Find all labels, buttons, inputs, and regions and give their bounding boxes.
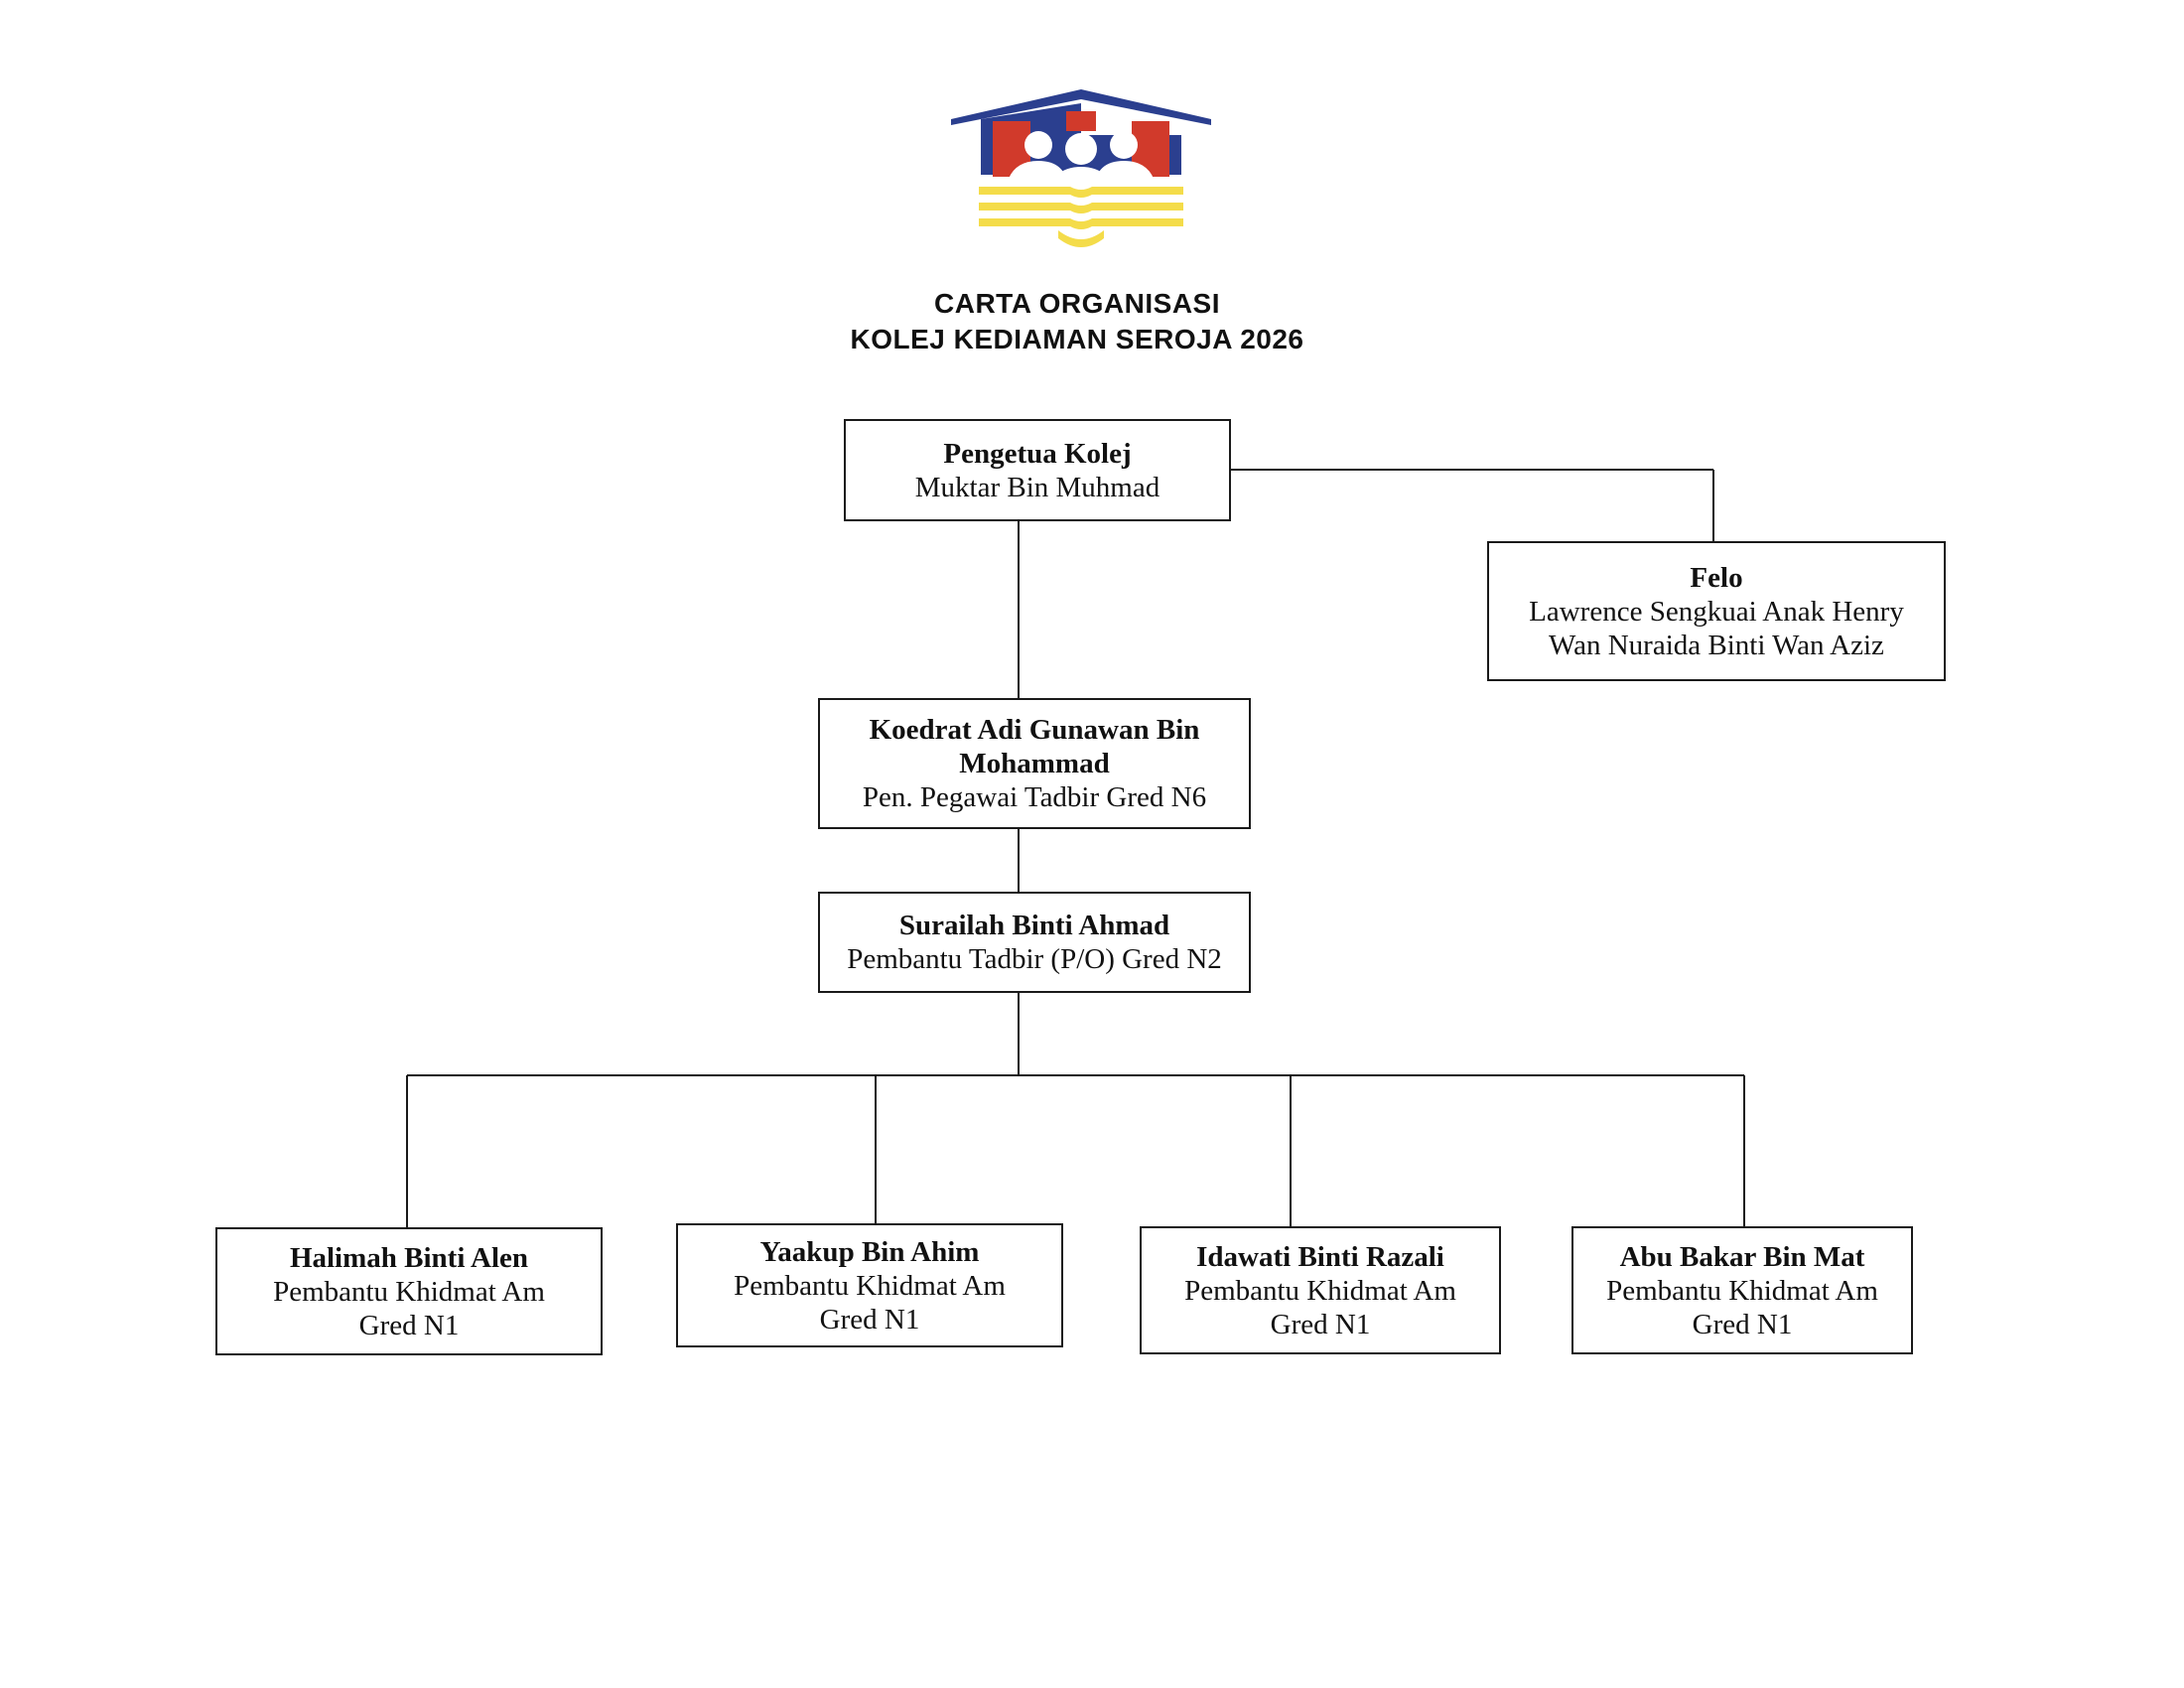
staff-role: Pembantu Khidmat Am — [273, 1275, 545, 1308]
fellows-box: Felo Lawrence Sengkuai Anak Henry Wan Nu… — [1487, 541, 1946, 681]
staff-grade: Gred N1 — [1692, 1308, 1793, 1340]
chart-subtitle: KOLEJ KEDIAMAN SEROJA 2026 — [850, 324, 1304, 354]
principal-box: Pengetua Kolej Muktar Bin Muhmad — [844, 419, 1231, 521]
admin-assistant-role: Pembantu Tadbir (P/O) Gred N2 — [847, 943, 1222, 975]
staff-name: Halimah Binti Alen — [289, 1241, 529, 1274]
staff-box: Idawati Binti Razali Pembantu Khidmat Am… — [1140, 1226, 1501, 1354]
staff-role: Pembantu Khidmat Am — [734, 1269, 1006, 1302]
staff-role: Pembantu Khidmat Am — [1606, 1274, 1878, 1307]
admin-assistant-name: Surailah Binti Ahmad — [898, 910, 1170, 941]
staff-role: Pembantu Khidmat Am — [1184, 1274, 1456, 1307]
staff-box: Yaakup Bin Ahim Pembantu Khidmat Am Gred… — [676, 1223, 1063, 1347]
admin-officer-role: Pen. Pegawai Tadbir Gred N6 — [862, 781, 1207, 813]
admin-assistant-box: Surailah Binti Ahmad Pembantu Tadbir (P/… — [818, 892, 1251, 993]
fellow-name: Lawrence Sengkuai Anak Henry — [1529, 595, 1904, 628]
staff-name: Yaakup Bin Ahim — [759, 1235, 980, 1268]
principal-name: Muktar Bin Muhmad — [914, 471, 1160, 503]
residential-college-logo-icon — [951, 89, 1211, 247]
admin-officer-box: Koedrat Adi Gunawan Bin Mohammad Pen. Pe… — [818, 698, 1251, 829]
staff-grade: Gred N1 — [358, 1309, 460, 1341]
staff-box: Halimah Binti Alen Pembantu Khidmat Am G… — [215, 1227, 603, 1355]
staff-name: Abu Bakar Bin Mat — [1619, 1240, 1865, 1273]
staff-grade: Gred N1 — [1270, 1308, 1371, 1340]
staff-name: Idawati Binti Razali — [1196, 1240, 1444, 1273]
staff-box: Abu Bakar Bin Mat Pembantu Khidmat Am Gr… — [1571, 1226, 1913, 1354]
fellows-title: Felo — [1690, 561, 1743, 594]
principal-title: Pengetua Kolej — [943, 437, 1132, 470]
fellow-name: Wan Nuraida Binti Wan Aziz — [1549, 629, 1884, 661]
chart-title: CARTA ORGANISASI — [934, 288, 1220, 319]
admin-officer-name: Koedrat Adi Gunawan Bin Mohammad — [869, 714, 1200, 779]
staff-grade: Gred N1 — [819, 1303, 920, 1336]
